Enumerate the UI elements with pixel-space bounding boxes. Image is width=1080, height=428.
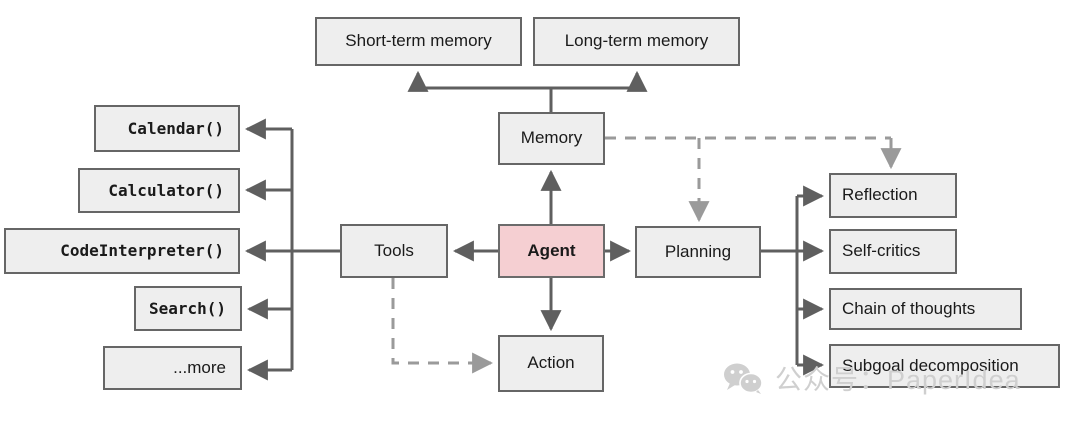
node-action-label: Action <box>527 353 575 373</box>
node-chain-of-thoughts-label: Chain of thoughts <box>842 298 976 318</box>
node-agent-label: Agent <box>527 240 576 260</box>
node-code-interpreter[interactable]: CodeInterpreter() <box>4 228 240 274</box>
node-long-term-memory-label: Long-term memory <box>564 31 709 51</box>
node-short-term-memory[interactable]: Short-term memory <box>315 17 522 66</box>
node-more-label: ...more <box>173 357 226 377</box>
node-self-critics[interactable]: Self-critics <box>829 229 957 274</box>
node-calculator[interactable]: Calculator() <box>78 168 240 213</box>
node-search-label: Search() <box>148 298 226 318</box>
node-calendar[interactable]: Calendar() <box>94 105 240 152</box>
node-memory-label: Memory <box>520 128 583 148</box>
edge-tools-action-dashed <box>391 278 494 374</box>
node-planning-label: Planning <box>664 241 732 261</box>
node-memory[interactable]: Memory <box>498 112 605 165</box>
node-tools[interactable]: Tools <box>340 224 448 278</box>
node-search[interactable]: Search() <box>134 286 242 331</box>
node-action[interactable]: Action <box>498 335 604 392</box>
node-calendar-label: Calendar() <box>127 118 224 138</box>
node-subgoal-decomposition-label: Subgoal decomposition <box>842 355 1019 375</box>
node-code-interpreter-label: CodeInterpreter() <box>60 241 224 261</box>
node-agent[interactable]: Agent <box>498 224 605 278</box>
node-subgoal-decomposition[interactable]: Subgoal decomposition <box>829 344 1060 388</box>
node-calculator-label: Calculator() <box>108 180 224 200</box>
node-short-term-memory-label: Short-term memory <box>345 31 492 51</box>
node-chain-of-thoughts[interactable]: Chain of thoughts <box>829 288 1022 330</box>
node-reflection-label: Reflection <box>842 185 918 205</box>
edge-memory-short-term <box>407 70 553 112</box>
node-reflection[interactable]: Reflection <box>829 173 957 218</box>
node-self-critics-label: Self-critics <box>842 241 921 261</box>
node-more[interactable]: ...more <box>103 346 242 390</box>
edge-memory-long-term <box>551 70 648 92</box>
node-planning[interactable]: Planning <box>635 226 761 278</box>
node-long-term-memory[interactable]: Long-term memory <box>533 17 740 66</box>
node-tools-label: Tools <box>374 240 414 260</box>
